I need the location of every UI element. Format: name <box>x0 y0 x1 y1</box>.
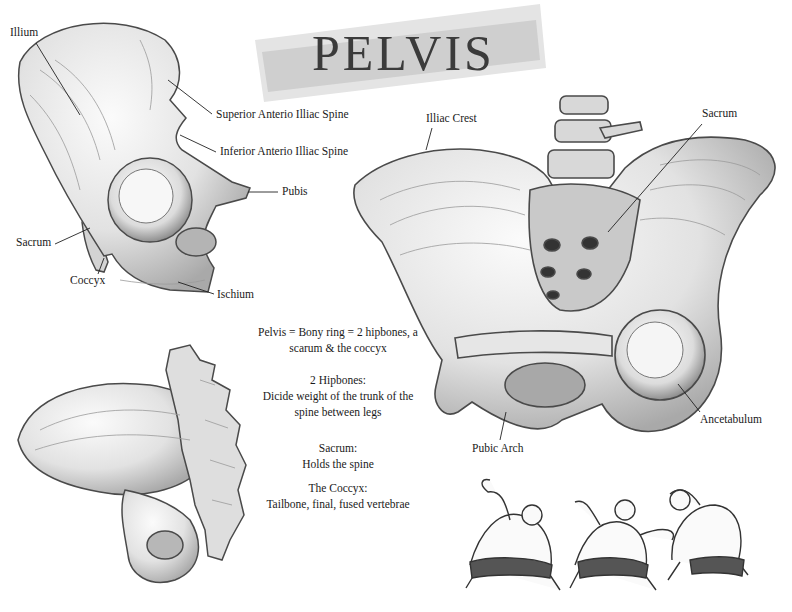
note-text: Dicide weight of the trunk of the spine … <box>258 388 418 420</box>
cartoon-figures-part <box>690 557 744 576</box>
leader-lines-part <box>608 124 702 232</box>
leader-lines <box>36 43 702 440</box>
note-text: 2 Hipbones: <box>258 372 418 388</box>
posterior-pelvis-part-part <box>40 410 180 430</box>
leader-lines-part <box>426 128 432 150</box>
posterior-pelvis-part <box>122 490 198 582</box>
anterior-pelvis-part <box>547 291 559 299</box>
lateral-pelvis-part <box>176 228 216 256</box>
note-text: Sacrum: <box>258 440 418 456</box>
anterior-pelvis-part-part <box>380 181 520 200</box>
part-label: Sacrum <box>14 236 53 250</box>
part-label: Pubis <box>280 185 310 199</box>
part-label: Illium <box>8 26 40 40</box>
anterior-pelvis-part-part <box>600 122 642 138</box>
lateral-pelvis-part-part <box>140 40 152 110</box>
lateral-pelvis-part <box>108 158 192 242</box>
posterior-pelvis-part <box>147 531 183 559</box>
lateral-pelvis-part-part <box>120 280 205 284</box>
cartoon-figures-part <box>670 490 690 510</box>
posterior-pelvis-part-part <box>200 380 215 385</box>
note-text: Tailbone, final, fused vertebrae <box>258 496 418 512</box>
part-label: Superior Anterio Illiac Spine <box>214 108 351 122</box>
posterior-pelvis-part-part <box>205 420 228 428</box>
lateral-pelvis-part <box>19 23 250 292</box>
title-banner <box>255 4 546 102</box>
anterior-pelvis-part <box>577 269 591 279</box>
anterior-pelvis-part <box>380 160 760 255</box>
part-label: Illiac Crest <box>424 112 479 126</box>
anterior-pelvis-part-part <box>548 150 614 178</box>
anterior-pelvis-part <box>544 239 560 251</box>
part-label: Pubic Arch <box>470 442 525 456</box>
cartoon-figures-part <box>522 505 542 525</box>
lateral-pelvis-part <box>30 40 205 284</box>
anterior-pelvis-part <box>615 310 705 400</box>
part-label: Inferior Anterio Illiac Spine <box>218 145 350 159</box>
leader-lines-part <box>500 412 506 440</box>
anterior-pelvis-part-part <box>650 185 745 200</box>
anterior-pelvis-part-part <box>560 96 608 114</box>
lateral-pelvis-part <box>119 169 173 223</box>
note-text: Holds the spine <box>258 456 418 472</box>
page-title: PELVIS <box>312 28 495 78</box>
lateral-pelvis-part-part <box>30 95 80 190</box>
posterior-pelvis-part-part <box>35 435 190 450</box>
posterior-pelvis-part-part <box>210 460 235 468</box>
note-text: The Coccyx: <box>258 480 418 496</box>
anterior-pelvis-part-part <box>640 218 725 235</box>
lateral-pelvis <box>19 23 250 292</box>
anterior-pelvis-part-part <box>400 243 530 255</box>
anterior-pelvis-part <box>354 137 775 431</box>
anterior-pelvis-part <box>627 322 683 378</box>
leader-lines-part <box>168 80 212 114</box>
part-label: Ischium <box>215 288 256 302</box>
anterior-pelvis-part <box>541 267 555 277</box>
leader-lines-part <box>36 43 80 115</box>
lateral-pelvis-part-part <box>40 70 100 160</box>
anterior-pelvis-part-part <box>660 160 760 175</box>
anterior-pelvis-part <box>582 237 598 249</box>
title-banner-part <box>262 20 540 92</box>
cartoon-figures-part <box>668 490 748 580</box>
part-label: Coccyx <box>68 274 107 288</box>
cartoon-figures-part <box>615 500 635 520</box>
leader-lines-part <box>678 384 700 412</box>
note-text: Pelvis = Bony ring = 2 hipbones, a scaru… <box>258 324 418 356</box>
anterior-pelvis-part-part <box>390 206 525 225</box>
lateral-pelvis-part-part <box>55 60 115 150</box>
anterior-pelvis-part <box>529 184 640 311</box>
leader-lines-part <box>178 282 214 294</box>
cartoon-figures-part <box>466 480 560 590</box>
leader-lines-part <box>98 258 104 274</box>
posterior-pelvis-part <box>35 380 235 505</box>
anterior-pelvis-part <box>505 363 585 407</box>
posterior-pelvis <box>18 345 246 582</box>
leader-lines-part <box>55 228 90 244</box>
part-label: Sacrum <box>700 107 739 121</box>
part-label: Ancetabulum <box>698 413 764 427</box>
posterior-pelvis-part-part <box>212 500 232 505</box>
cartoon-figures <box>466 480 748 590</box>
cartoon-figures-part <box>470 558 552 578</box>
anterior-pelvis-part <box>455 331 612 358</box>
anterior-pelvis <box>354 96 775 431</box>
title-banner-part <box>255 4 546 102</box>
leader-lines-part <box>248 192 278 193</box>
leader-lines-part <box>180 135 216 152</box>
cartoon-figures-part <box>578 558 648 578</box>
